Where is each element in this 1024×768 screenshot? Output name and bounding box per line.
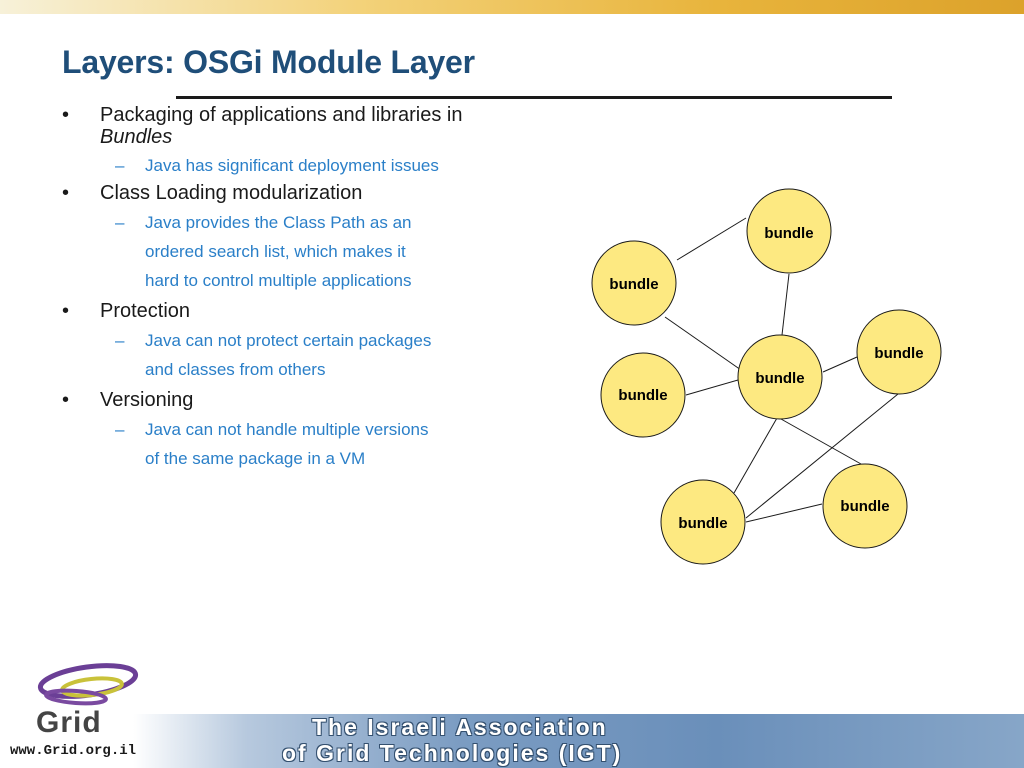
sub-bullet-text: Java has significant deployment issues — [145, 156, 439, 175]
diagram-edge — [781, 273, 790, 336]
bundle-node: bundle — [856, 309, 942, 395]
title-underline — [176, 96, 892, 99]
sub-bullet-text: hard to control multiple applications — [145, 271, 412, 290]
diagram-edge — [745, 393, 899, 519]
bullet-dot: • — [62, 300, 70, 322]
sub-bullet-dash: – — [115, 331, 125, 350]
bullet-emphasis: Bundles — [100, 126, 173, 148]
grid-logo-icon — [37, 663, 139, 706]
sub-bullet-text: and classes from others — [145, 360, 326, 379]
sub-bullet-item: – Java can not protect certain packages … — [62, 326, 502, 384]
diagram-edge — [780, 418, 862, 465]
diagram-edge — [685, 379, 739, 396]
bullet-item: • Class Loading modularization — [62, 182, 502, 204]
bullet-dot: • — [62, 182, 70, 204]
sub-bullet-text: of the same package in a VM — [145, 449, 366, 468]
sub-bullet-dash: – — [115, 213, 125, 232]
bullet-text: Versioning — [100, 389, 194, 411]
sub-bullet-text: Java provides the Class Path as an — [145, 213, 412, 232]
bundle-label: bundle — [678, 515, 727, 532]
bundle-label: bundle — [618, 387, 667, 404]
bullet-dot: • — [62, 104, 70, 126]
diagram-edge — [745, 503, 823, 523]
sub-bullet-dash: – — [115, 420, 125, 439]
bundle-node: bundle — [600, 352, 686, 438]
bullet-dot: • — [62, 389, 70, 411]
diagram-nodes: bundle bundle bundle bundle bundle bundl… — [591, 188, 942, 565]
bullet-text: Packaging of applications and libraries … — [100, 104, 463, 126]
sub-bullet-item: – Java can not handle multiple versions … — [62, 415, 502, 473]
association-line-2: of Grid Technologies (IGT) — [282, 740, 623, 766]
bullet-item: • Protection — [62, 300, 502, 322]
bundle-label: bundle — [609, 276, 658, 293]
sub-bullet-dash: – — [115, 156, 125, 175]
diagram-edges — [664, 217, 899, 523]
association-line-1: The Israeli Association — [312, 714, 608, 740]
bundle-label: bundle — [764, 225, 813, 242]
sub-bullet-item: – Java has significant deployment issues — [62, 151, 502, 180]
slide-title: Layers: OSGi Module Layer — [62, 44, 475, 80]
bundle-label: bundle — [874, 345, 923, 362]
bundle-node: bundle — [822, 463, 908, 549]
association-banner: The Israeli Association of Grid Technolo… — [282, 714, 802, 766]
bundle-node: bundle — [737, 334, 823, 420]
bullet-item: • Versioning — [62, 389, 502, 411]
diagram-edge — [664, 316, 742, 371]
footer-band — [0, 714, 1024, 768]
sub-bullet-text: Java can not handle multiple versions — [145, 420, 429, 439]
bundle-label: bundle — [755, 370, 804, 387]
bullet-list: • Packaging of applications and librarie… — [62, 104, 502, 473]
grid-logo-text: Grid — [36, 706, 102, 739]
bundle-node: bundle — [746, 188, 832, 274]
bundle-node: bundle — [591, 240, 677, 326]
bundle-label: bundle — [840, 498, 889, 515]
sub-bullet-text: Java can not protect certain packages — [145, 331, 432, 350]
sub-bullet-item: – Java provides the Class Path as an ord… — [62, 208, 502, 295]
diagram-edge — [733, 417, 778, 494]
diagram-edge — [822, 356, 858, 373]
bullet-text: Class Loading modularization — [100, 182, 363, 204]
sub-bullet-text: ordered search list, which makes it — [145, 242, 406, 261]
bullet-text: Protection — [100, 300, 191, 322]
top-accent-bar — [0, 0, 1024, 14]
bundle-node: bundle — [660, 479, 746, 565]
bullet-item: • Packaging of applications and librarie… — [62, 104, 502, 148]
footer-url[interactable]: www.Grid.org.il — [10, 743, 137, 759]
diagram-edge — [676, 217, 747, 261]
